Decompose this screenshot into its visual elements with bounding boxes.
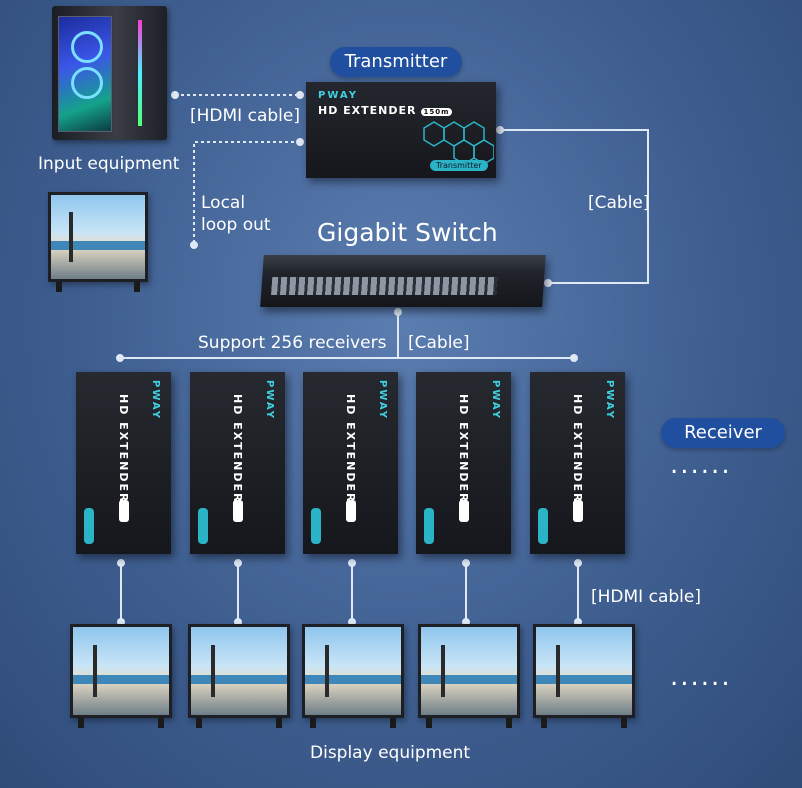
local-loop-out-label: Local loop out: [201, 193, 271, 235]
receiver-box-icon: PWAY HD EXTENDER: [76, 372, 171, 554]
transmitter-label: Transmitter: [330, 47, 462, 77]
input-equipment-label: Input equipment: [38, 154, 180, 174]
display-monitor-icon: [302, 624, 404, 728]
receiver-box-icon: PWAY HD EXTENDER: [530, 372, 625, 554]
display-equipment-label: Display equipment: [310, 743, 471, 763]
cable-middle-label: [Cable]: [408, 333, 470, 353]
hdmi-cable-top-label: [HDMI cable]: [190, 106, 300, 126]
hdmi-cable-bottom-label: [HDMI cable]: [591, 587, 701, 607]
receiver-label: Receiver: [661, 418, 785, 448]
transmitter-tag: Transmitter: [430, 160, 488, 171]
display-monitor-icon: [188, 624, 290, 728]
receiver-box-icon: PWAY HD EXTENDER: [190, 372, 285, 554]
display-ellipsis: ......: [670, 662, 732, 692]
receiver-ellipsis: ......: [670, 450, 732, 480]
network-switch-icon: [260, 255, 546, 307]
receiver-box-icon: PWAY HD EXTENDER: [416, 372, 511, 554]
display-monitor-icon: [418, 624, 520, 728]
transmitter-brand: PWAY: [318, 90, 358, 101]
gigabit-switch-label: Gigabit Switch: [317, 218, 498, 247]
support-receivers-label: Support 256 receivers: [198, 333, 387, 353]
display-monitor-icon: [70, 624, 172, 728]
receiver-box-icon: PWAY HD EXTENDER: [303, 372, 398, 554]
input-monitor-icon: [48, 192, 148, 292]
hexagon-pattern-icon: [423, 121, 494, 165]
cable-right-label: [Cable]: [588, 193, 650, 213]
computer-tower-icon: [52, 6, 167, 140]
display-monitor-icon: [533, 624, 635, 728]
